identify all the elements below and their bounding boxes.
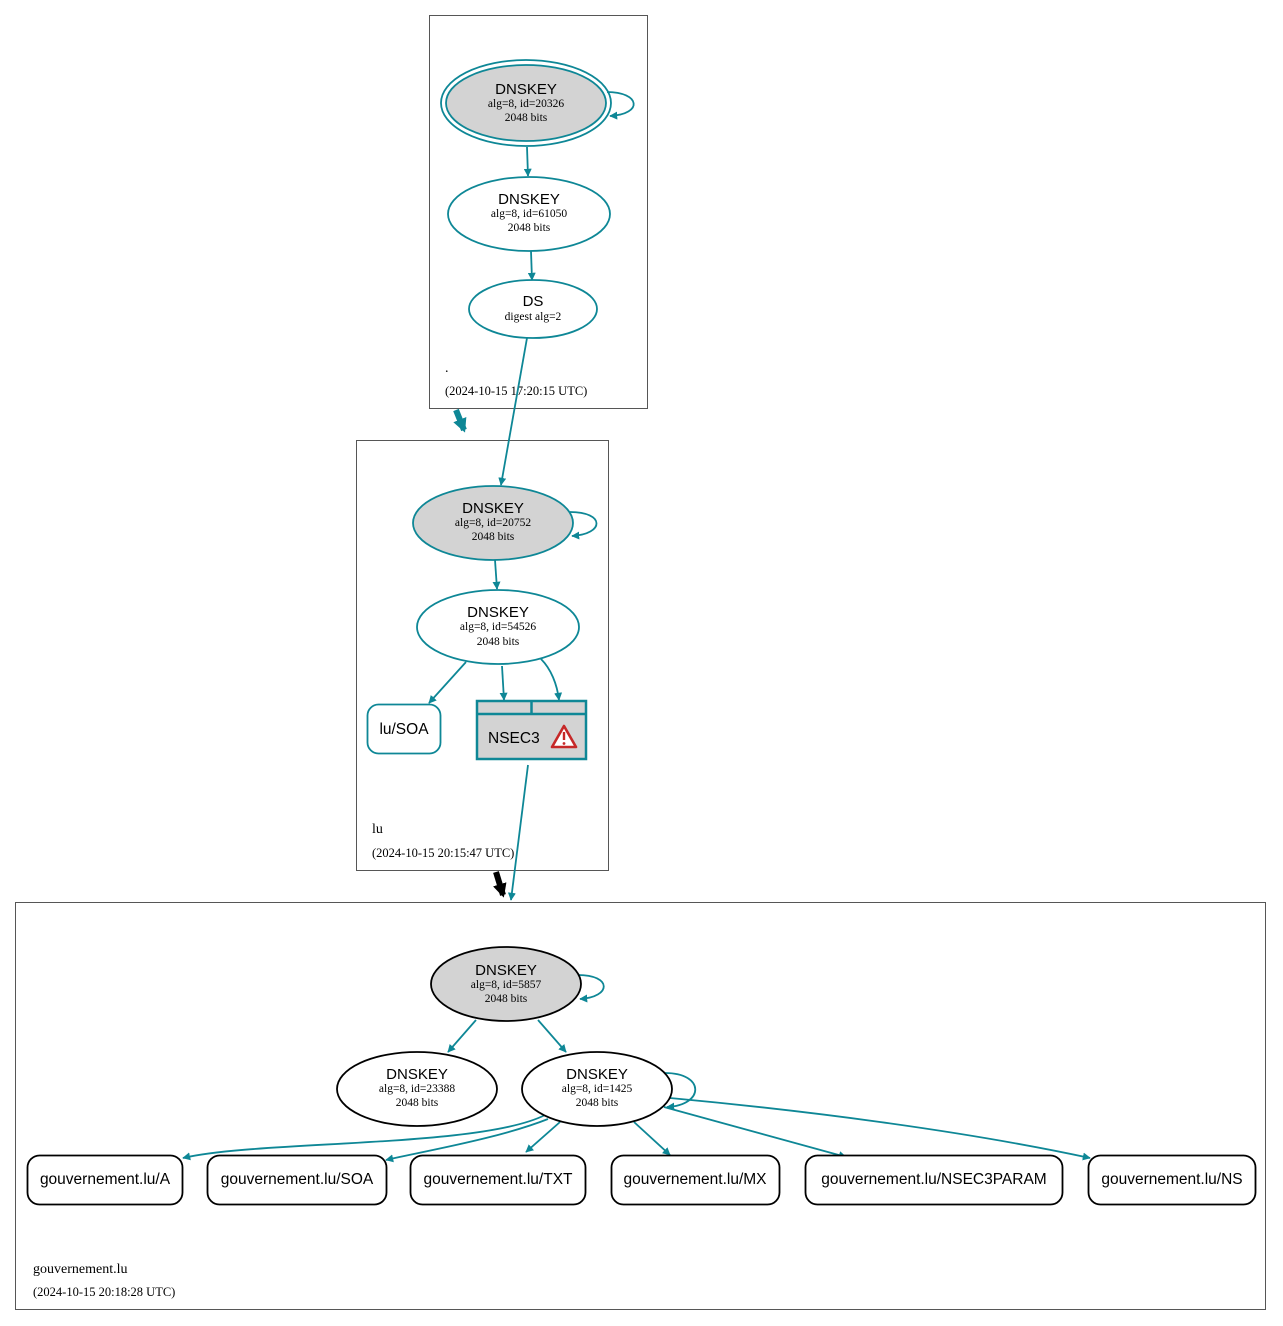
edge-ds-lu-ksk	[498, 337, 528, 486]
edge-lu-ksk-self	[569, 511, 598, 540]
dnskey-lu-ksk-node[interactable]: DNSKEY alg=8, id=20752 2048 bits	[412, 485, 574, 561]
node-shape	[521, 1051, 673, 1127]
node-key-size: 2048 bits	[505, 112, 548, 124]
node-shape	[336, 1051, 498, 1127]
edge-root-zsk-ds	[527, 250, 536, 281]
node-label: gouvernement.lu/A	[40, 1171, 171, 1188]
edge-zsk-txt	[525, 1121, 561, 1153]
edge-lu-zsk-soa	[428, 661, 467, 704]
node-label: gouvernement.lu/NSEC3PARAM	[821, 1171, 1046, 1188]
dnskey-gouv-zsk-node[interactable]: DNSKEY alg=8, id=1425 2048 bits	[521, 1051, 673, 1127]
dnskey-gouv-ksk-node[interactable]: DNSKEY alg=8, id=5857 2048 bits	[430, 946, 582, 1022]
edge-gouv-ksk-self	[577, 974, 605, 1003]
edge-root-ksk-self	[606, 91, 635, 120]
rrset-ns-node[interactable]: gouvernement.lu/NS	[1087, 1154, 1257, 1206]
node-label: NSEC3	[488, 730, 540, 747]
edge-zsk-nsec3param	[663, 1106, 847, 1159]
node-shape	[412, 485, 574, 561]
node-key-size: 2048 bits	[477, 636, 520, 648]
dnskey-lu-zsk-node[interactable]: DNSKEY alg=8, id=54526 2048 bits	[416, 589, 580, 665]
node-label: gouvernement.lu/TXT	[423, 1171, 573, 1188]
node-key-info: alg=8, id=61050	[491, 208, 567, 220]
edge-zsk-soa	[385, 1118, 549, 1163]
edge-gouv-ksk-zsk	[537, 1019, 567, 1053]
edge-lu-ksk-zsk	[492, 559, 501, 590]
rrset-a-node[interactable]: gouvernement.lu/A	[26, 1154, 184, 1206]
node-shape	[804, 1154, 1064, 1206]
delegation-arrow-root-lu	[453, 408, 467, 433]
rrset-txt-node[interactable]: gouvernement.lu/TXT	[409, 1154, 587, 1206]
node-label: gouvernement.lu/NS	[1101, 1171, 1242, 1188]
node-title: DNSKEY	[498, 191, 560, 208]
node-shape	[468, 279, 598, 339]
node-digest-info: digest alg=2	[505, 311, 562, 323]
zone-root-name: .	[445, 361, 449, 376]
node-key-info: alg=8, id=20326	[488, 98, 564, 110]
edges	[182, 91, 1091, 1163]
node-title: DNSKEY	[495, 81, 557, 98]
zone-lu-timestamp: (2024-10-15 20:15:47 UTC)	[372, 846, 514, 860]
node-shape	[610, 1154, 781, 1206]
node-key-info: alg=8, id=5857	[471, 979, 542, 991]
edge-zsk-mx	[633, 1121, 671, 1156]
node-label: gouvernement.lu/MX	[623, 1171, 767, 1188]
node-key-info: alg=8, id=20752	[455, 517, 531, 529]
edge-root-ksk-zsk	[523, 146, 532, 177]
node-shape	[409, 1154, 587, 1206]
zone-gouvernement-lu-name: gouvernement.lu	[33, 1262, 127, 1277]
rrset-soa-node[interactable]: gouvernement.lu/SOA	[206, 1154, 388, 1206]
warning-icon	[550, 724, 578, 749]
node-title: DNSKEY	[475, 962, 537, 979]
node-shape	[416, 589, 580, 665]
edge-gouv-zsk-self	[664, 1072, 696, 1111]
node-key-size: 2048 bits	[472, 531, 515, 543]
ds-lu-node[interactable]: DS digest alg=2	[468, 279, 598, 339]
node-title: DNSKEY	[462, 500, 524, 517]
ksk-outer-ring	[440, 59, 612, 147]
node-title: DS	[523, 293, 544, 310]
edge-zsk-a	[182, 1114, 546, 1161]
zone-lu-name: lu	[372, 822, 383, 837]
node-title: DNSKEY	[566, 1066, 628, 1083]
node-shape	[206, 1154, 388, 1206]
node-title: DNSKEY	[386, 1066, 448, 1083]
zone-root-timestamp: (2024-10-15 17:20:15 UTC)	[445, 384, 587, 398]
zone-gouvernement-lu-timestamp: (2024-10-15 20:18:28 UTC)	[33, 1285, 175, 1299]
dnskey-root-ksk-node[interactable]: DNSKEY alg=8, id=20326 2048 bits	[440, 59, 612, 147]
node-title: DNSKEY	[467, 604, 529, 621]
delegation-arrow-lu-gouvernement	[493, 871, 507, 898]
rrset-mx-node[interactable]: gouvernement.lu/MX	[610, 1154, 781, 1206]
node-key-size: 2048 bits	[508, 222, 551, 234]
edge-zsk-ns	[669, 1097, 1091, 1161]
nsec3-node[interactable]: NSEC3	[475, 699, 588, 761]
node-label: gouvernement.lu/SOA	[221, 1171, 374, 1188]
edge-lu-zsk-nsec3-a	[499, 665, 508, 701]
node-key-info: alg=8, id=1425	[562, 1083, 633, 1095]
node-key-size: 2048 bits	[396, 1097, 439, 1109]
node-shape	[447, 176, 611, 252]
edge-lu-zsk-nsec3-b	[540, 658, 563, 701]
lu-soa-node[interactable]: lu/SOA	[366, 703, 442, 755]
dnskey-gouv-23388-node[interactable]: DNSKEY alg=8, id=23388 2048 bits	[336, 1051, 498, 1127]
node-key-info: alg=8, id=23388	[379, 1083, 455, 1095]
node-label: lu/SOA	[379, 721, 429, 738]
ksk-inner-ring	[445, 64, 607, 142]
node-key-size: 2048 bits	[485, 993, 528, 1005]
node-key-size: 2048 bits	[576, 1097, 619, 1109]
node-key-info: alg=8, id=54526	[460, 621, 536, 633]
dnskey-root-zsk-node[interactable]: DNSKEY alg=8, id=61050 2048 bits	[447, 176, 611, 252]
edge-gouv-ksk-key23388	[447, 1019, 477, 1053]
node-shape	[26, 1154, 184, 1206]
node-shape	[430, 946, 582, 1022]
node-shape	[1087, 1154, 1257, 1206]
node-shape	[366, 703, 442, 755]
rrset-nsec3param-node[interactable]: gouvernement.lu/NSEC3PARAM	[804, 1154, 1064, 1206]
edge-nsec3-gouvernement	[507, 764, 529, 901]
